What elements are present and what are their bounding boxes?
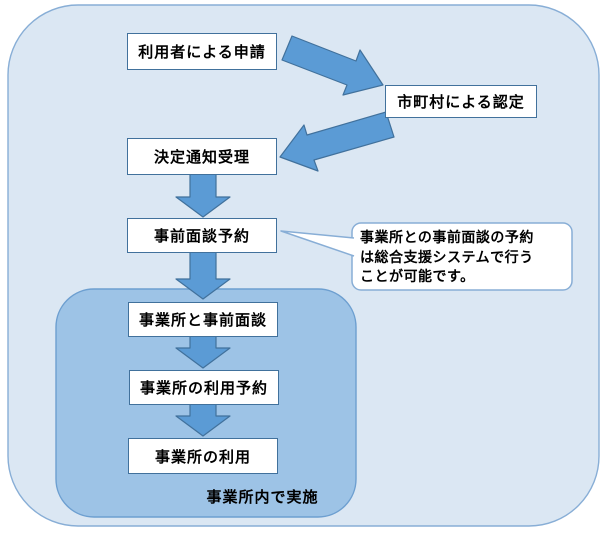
flow-node-office-use-reservation: 事業所の利用予約: [129, 370, 279, 405]
flow-node-label: 市町村による認定: [397, 94, 525, 111]
arrow-down-icon: [175, 403, 231, 437]
flow-node-label: 事前面談予約: [153, 228, 250, 245]
callout-note: 事業所との事前面談の予約 は総合支援システムで行う ことが可能です。: [352, 223, 572, 290]
callout-line: ことが可能です。: [360, 268, 475, 285]
flow-node-label: 事業所の利用予約: [139, 380, 268, 397]
flow-node-pre-interview-with-office: 事業所と事前面談: [128, 302, 278, 337]
arrow-down-icon: [175, 335, 231, 369]
flow-node-label: 決定通知受理: [153, 149, 250, 166]
flow-node-label: 事業所の利用: [154, 448, 251, 466]
callout-tail-shape: [280, 230, 355, 257]
arrow-down-right-icon: [281, 35, 384, 96]
arrow-down-left-icon: [279, 111, 395, 172]
arrow-down-icon: [175, 251, 231, 300]
callout-bubble-shape: [351, 222, 573, 291]
flow-node-pre-interview-reservation: 事前面談予約: [127, 218, 277, 253]
flow-node-office-use: 事業所の利用: [128, 438, 278, 474]
flow-node-decision-notice-receipt: 決定通知受理: [127, 138, 277, 175]
flow-node-label: 利用者による申請: [138, 44, 266, 61]
arrow-down-icon: [175, 173, 231, 218]
callout-line: 事業所との事前面談の予約: [360, 229, 534, 245]
flow-node-label: 事業所と事前面談: [138, 312, 267, 329]
flow-node-municipality-certification: 市町村による認定: [385, 85, 537, 118]
office-group-label: 事業所内で実施: [206, 489, 319, 506]
callout-line: は総合支援システムで行う: [360, 248, 534, 265]
flow-node-user-application: 利用者による申請: [127, 33, 277, 70]
